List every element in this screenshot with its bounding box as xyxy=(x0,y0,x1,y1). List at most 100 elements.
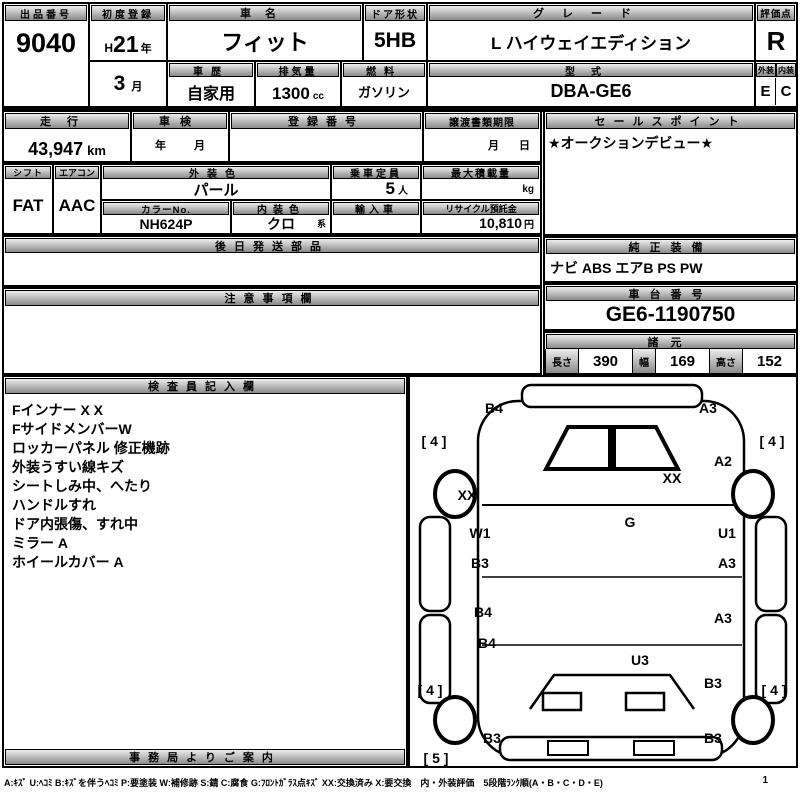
max-load-cell: 最大積載量 kg xyxy=(422,165,540,201)
score-cell: 評価点 R xyxy=(756,4,796,62)
diagram-marker: XX xyxy=(662,470,682,486)
transfer-day-unit: 日 xyxy=(519,140,530,152)
int-color-cell: 内装色 クロ 系 xyxy=(232,201,332,233)
diagram-marker: B4 xyxy=(485,400,503,416)
first-reg-year-unit: 年 xyxy=(140,43,152,55)
spec-length-value: 390 xyxy=(592,352,619,370)
reg-no-label: 登録番号 xyxy=(231,113,421,129)
inspector-note-line: ロッカーパネル 修正機跡 xyxy=(12,440,170,456)
inspector-note-line: ドア内張傷、すれ中 xyxy=(12,516,138,532)
ext-int-cell: 外装 内装 E C xyxy=(756,62,796,106)
first-reg-month-num: 3 xyxy=(113,72,126,95)
fuel-value: ガソリン xyxy=(357,85,410,100)
inspector-note-line: ミラー A xyxy=(12,535,68,551)
shift-cell: シフト FAT xyxy=(4,165,54,233)
int-color-unit: 系 xyxy=(316,219,326,229)
page-number: 1 xyxy=(762,775,768,786)
spec-height-label: 高さ xyxy=(709,349,743,373)
color-no-label: カラーNo. xyxy=(103,202,229,215)
capacity-label: 乗車定員 xyxy=(333,166,419,179)
inspector-note-line: ホイールカバー A xyxy=(12,554,124,570)
color-no-value: NH624P xyxy=(139,215,193,232)
diagram-marker: G xyxy=(624,514,636,530)
shaken-value: 年 月 xyxy=(132,129,228,161)
ext-color-value: パール xyxy=(193,181,239,199)
shaken-year-unit: 年 xyxy=(155,140,166,152)
first-reg-label: 初度登録 xyxy=(91,5,165,21)
mileage-unit: km xyxy=(87,143,106,158)
door-value: 5HB xyxy=(373,29,416,52)
spec-height-value: 152 xyxy=(756,352,783,370)
first-reg-year-num: 21 xyxy=(113,31,139,57)
model-cell: 型式 DBA-GE6 xyxy=(428,62,756,106)
interior-label: 内装 xyxy=(776,63,796,77)
recycle-label: リサイクル預託金 xyxy=(423,202,539,215)
chassis-block: 車台番号 GE6-1190750 xyxy=(543,283,798,331)
diagram-marker: A2 xyxy=(714,453,732,469)
lot-value: 9040 xyxy=(15,27,77,58)
spec-row: 長さ 390 幅 169 高さ 152 xyxy=(545,349,796,373)
diagram-marker: B3 xyxy=(704,730,722,746)
recycle-unit: 円 xyxy=(524,220,534,231)
inspector-header: 検査員記入欄 xyxy=(5,378,405,394)
history-value: 自家用 xyxy=(186,85,235,103)
legend: A:ｷｽﾞ U:ﾍｺﾐ B:ｷｽﾞを伴うﾍｺﾐ P:要塗装 W:補修跡 S:錆 … xyxy=(4,778,603,788)
ext-color-cell: 外装色 パール xyxy=(102,165,332,201)
fuel-label: 燃料 xyxy=(343,63,425,77)
diagram-marker: A3 xyxy=(718,555,736,571)
model-value: DBA-GE6 xyxy=(550,81,632,101)
shaken-label: 車検 xyxy=(133,113,227,129)
displacement-label: 排気量 xyxy=(257,63,339,77)
inspector-note-line: ハンドルすれ xyxy=(12,497,96,513)
car-name-value: フィット xyxy=(221,30,309,55)
inspector-note-line: Fインナー X X xyxy=(12,402,104,418)
shaken-cell: 車検 年 月 xyxy=(132,112,230,161)
mileage-label: 走行 xyxy=(5,113,129,129)
history-label: 車歴 xyxy=(169,63,253,77)
car-name-label: 車名 xyxy=(169,5,361,21)
int-color-value: クロ xyxy=(267,215,295,232)
door-label: ドア形状 xyxy=(365,5,425,21)
fuel-cell: 燃料 ガソリン xyxy=(342,62,428,106)
chassis-label: 車台番号 xyxy=(546,286,795,301)
transfer-value: 月 日 xyxy=(424,129,540,161)
transfer-month-unit: 月 xyxy=(488,140,499,152)
history-cell: 車歴 自家用 xyxy=(168,62,256,106)
factory-equip-value: ナビ ABS エアB PS PW xyxy=(550,259,703,276)
aircon-label: エアコン xyxy=(55,166,99,179)
diagram-marker: A3 xyxy=(714,610,732,626)
inspector-note-line: 外装うすい線キズ xyxy=(12,459,124,475)
capacity-unit: 人 xyxy=(398,186,408,197)
aircon-cell: エアコン AAC xyxy=(54,165,102,233)
inspector-block: 検査員記入欄 Fインナー X X FサイドメンバーW ロッカーパネル 修正機跡 … xyxy=(2,375,408,768)
caution-block: 注意事項欄 xyxy=(2,287,542,375)
diagram-marker: B3 xyxy=(471,555,489,571)
lot-cell: 出品番号 9040 xyxy=(4,4,90,106)
grade-value: L ハイウェイエディション xyxy=(490,33,692,53)
diagram-marker: A3 xyxy=(699,400,717,416)
diagram-marker: [ 4 ] xyxy=(761,682,787,698)
reg-no-cell: 登録番号 xyxy=(230,112,424,161)
shift-value: FAT xyxy=(12,196,44,215)
spec-width-value: 169 xyxy=(669,352,696,370)
diagram-marker: [ 4 ] xyxy=(759,433,785,449)
diagram-marker: B3 xyxy=(704,675,722,691)
shift-label: シフト xyxy=(5,166,51,179)
diagram-marker: B4 xyxy=(474,604,492,620)
displacement-unit: cc xyxy=(312,91,324,102)
shaken-month-unit: 月 xyxy=(194,140,205,152)
diagram-marker: B3 xyxy=(483,730,501,746)
